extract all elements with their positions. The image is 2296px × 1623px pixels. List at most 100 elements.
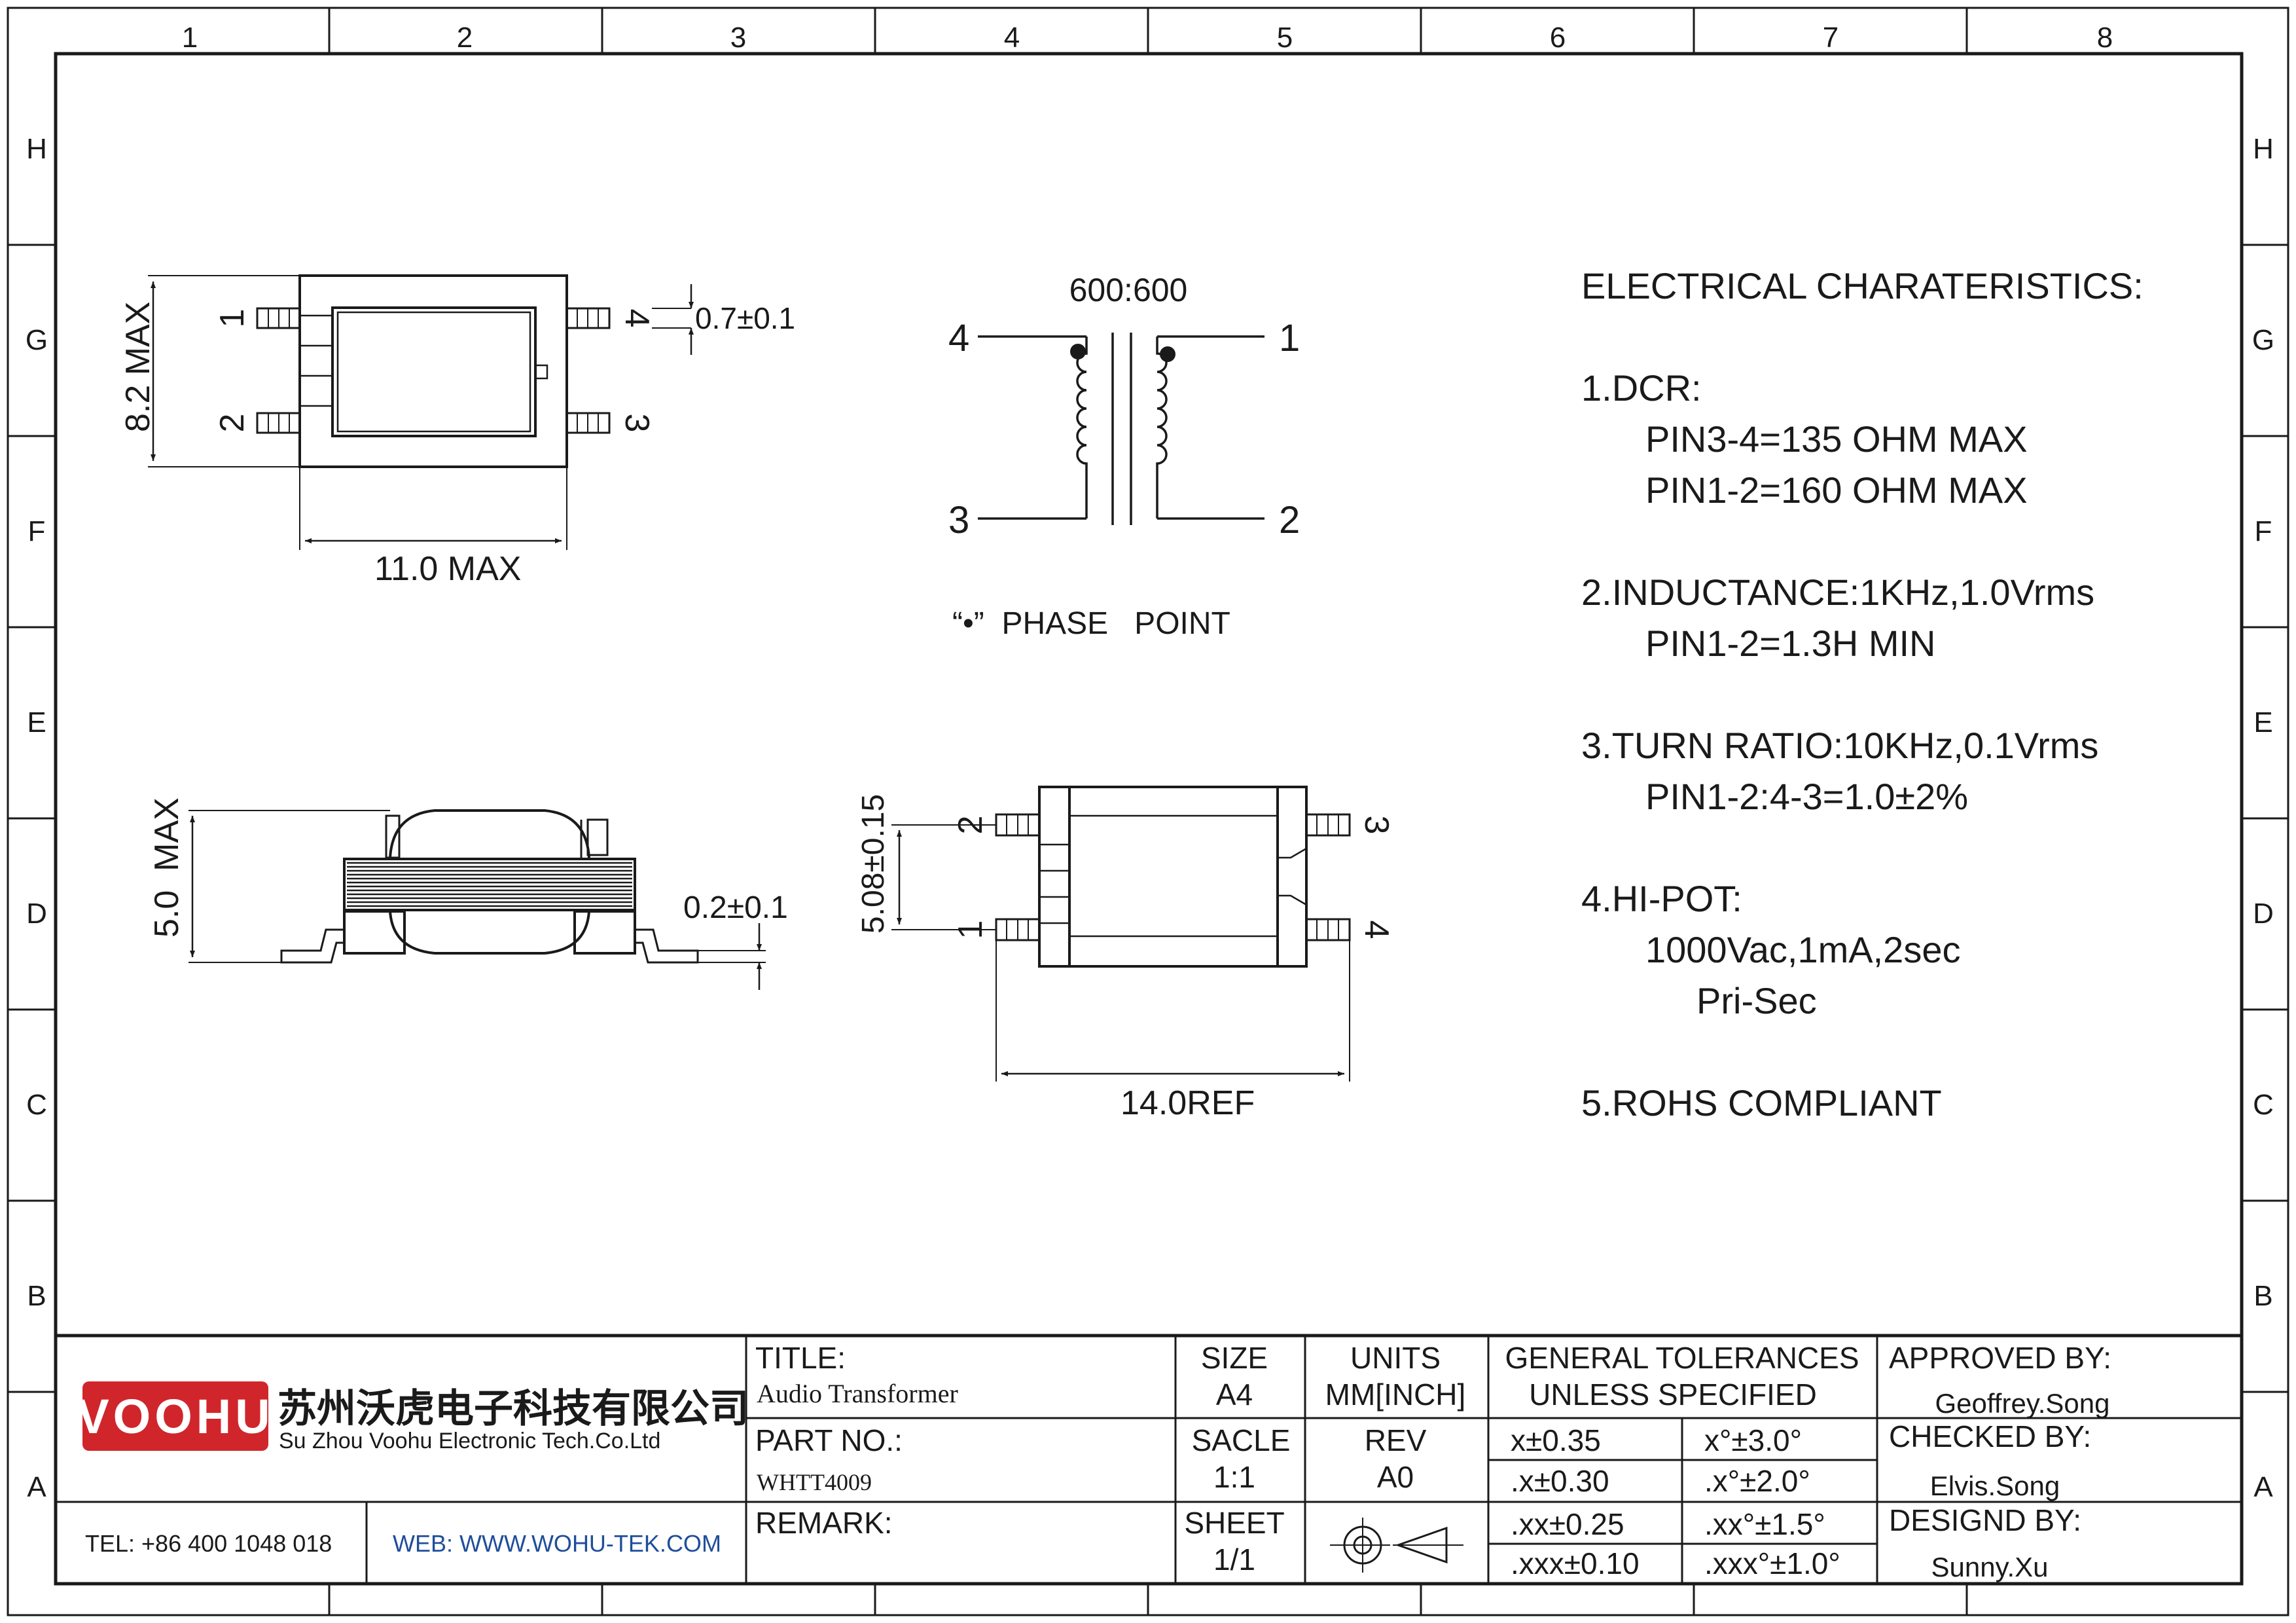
- electrical-characteristics: ELECTRICAL CHARATERISTICS: 1.DCR: PIN3-4…: [1581, 265, 2144, 1123]
- side-view-coil: [343, 858, 636, 911]
- scale-label: SACLE: [1192, 1423, 1291, 1457]
- tolerance-linear-1: .x±0.30: [1511, 1464, 1609, 1498]
- dcr-pin3-4: PIN3-4=135 OHM MAX: [1645, 418, 2028, 460]
- tolerance-linear-2: .xx±0.25: [1511, 1507, 1624, 1541]
- row-label: E: [27, 706, 46, 739]
- phase-dot-icon: [1160, 346, 1175, 362]
- general-tolerances: GENERAL TOLERANCES UNLESS SPECIFIED x±0.…: [1505, 1341, 1859, 1580]
- row-label: F: [28, 515, 46, 547]
- transformer-schematic: [978, 333, 1265, 525]
- column-label: 8: [2097, 22, 2113, 54]
- row-label: D: [2253, 898, 2274, 930]
- row-label: C: [2253, 1089, 2274, 1121]
- company-logo: VOOHU: [77, 1381, 274, 1451]
- title-label: TITLE:: [755, 1341, 846, 1375]
- row-label: D: [26, 898, 47, 930]
- sheet-frame: [7, 7, 2289, 1616]
- row-label: H: [26, 133, 47, 165]
- side-view-lead-dimension: 0.2±0.1: [683, 890, 788, 925]
- title-block-grid: [56, 1334, 2242, 1584]
- approved-by-value: Geoffrey.Song: [1935, 1388, 2110, 1419]
- tolerance-linear-0: x±0.35: [1511, 1423, 1601, 1457]
- row-label: A: [27, 1471, 46, 1503]
- row-label: B: [2253, 1280, 2272, 1312]
- tolerance-angular-1: .x°±2.0°: [1704, 1464, 1810, 1498]
- row-label: H: [2253, 133, 2274, 165]
- size-value: A4: [1216, 1377, 1253, 1412]
- inductance-heading: 2.INDUCTANCE:1KHz,1.0Vrms: [1581, 572, 2094, 613]
- inductance-value: PIN1-2=1.3H MIN: [1645, 623, 1936, 664]
- schematic-pin-3: 3: [948, 499, 969, 541]
- drawing-properties: SIZE A4 UNITS MM[INCH] SACLE 1:1 REV A0 …: [1184, 1341, 1465, 1577]
- projection-symbol-icon: [1330, 1518, 1463, 1573]
- hipot-heading: 4.HI-POT:: [1581, 878, 1742, 919]
- schematic-pin-1: 1: [1279, 317, 1300, 359]
- tolerance-angular-3: .xxx°±1.0°: [1704, 1546, 1840, 1580]
- phase-dots: [1070, 344, 1175, 362]
- part-number-value: WHTT4009: [757, 1469, 872, 1495]
- row-label: G: [2252, 324, 2274, 356]
- bottom-view-pin-3: 3: [1357, 816, 1395, 835]
- tolerance-angular-2: .xx°±1.5°: [1704, 1507, 1825, 1541]
- approvals: APPROVED BY: Geoffrey.Song CHECKED BY: E…: [1889, 1341, 2111, 1582]
- designed-by-value: Sunny.Xu: [1931, 1552, 2048, 1582]
- row-label: G: [26, 324, 48, 356]
- title-fields: TITLE: Audio Transformer PART NO.: WHTT4…: [755, 1341, 958, 1540]
- phase-dot-icon: [1070, 344, 1086, 359]
- company-name-en: Su Zhou Voohu Electronic Tech.Co.Ltd: [279, 1429, 660, 1453]
- units-label: UNITS: [1350, 1341, 1441, 1375]
- tolerance-heading: GENERAL TOLERANCES: [1505, 1341, 1859, 1375]
- column-label: 2: [457, 22, 473, 54]
- side-view-height-dimension: 5.0 MAX: [148, 797, 186, 938]
- logo-text: VOOHU: [77, 1389, 274, 1444]
- revision-label: REV: [1365, 1423, 1427, 1457]
- tolerance-subheading: UNLESS SPECIFIED: [1529, 1377, 1817, 1412]
- top-view-height-dimension: 8.2 MAX: [119, 302, 157, 432]
- bottom-view-pin-2: 2: [952, 816, 990, 835]
- title-value: Audio Transformer: [757, 1379, 958, 1408]
- designed-by-label: DESIGND BY:: [1889, 1503, 2081, 1537]
- electrical-heading: ELECTRICAL CHARATERISTICS:: [1581, 265, 2144, 306]
- bottom-view-pin-4: 4: [1357, 921, 1395, 939]
- schematic-pin-4: 4: [948, 317, 969, 359]
- bottom-view: [891, 786, 1351, 1082]
- company-name-cn: 苏州沃虎电子科技有限公司: [278, 1387, 749, 1431]
- schematic-pin-2: 2: [1279, 499, 1300, 541]
- remark-label: REMARK:: [755, 1506, 893, 1540]
- bottom-view-height-dimension: 5.08±0.15: [856, 794, 891, 934]
- row-label: E: [2253, 706, 2272, 739]
- top-view-pin-2: 2: [213, 414, 251, 433]
- rohs-compliant: 5.ROHS COMPLIANT: [1581, 1082, 1942, 1123]
- side-view: [188, 809, 766, 990]
- grid-labels: 1 2 3 4 5 6 7 8 H G F E D C B A H G F E …: [26, 22, 2274, 1503]
- scale-value: 1:1: [1213, 1460, 1255, 1494]
- bottom-view-pin-1: 1: [952, 921, 990, 939]
- top-view-pin-4: 4: [618, 309, 656, 328]
- bottom-view-labels: 5.08±0.15 14.0REF 2 3 1 4: [856, 794, 1395, 1122]
- company-phone: TEL: +86 400 1048 018: [85, 1530, 332, 1557]
- row-label: B: [27, 1280, 46, 1312]
- turns-ratio: 600:600: [1069, 272, 1188, 308]
- turn-ratio-value: PIN1-2:4-3=1.0±2%: [1645, 776, 1968, 817]
- tolerance-linear-3: .xxx±0.10: [1511, 1546, 1640, 1580]
- sheet-label: SHEET: [1184, 1506, 1284, 1540]
- company-website[interactable]: WEB: WWW.WOHU-TEK.COM: [393, 1530, 721, 1557]
- hipot-scope: Pri-Sec: [1696, 980, 1817, 1021]
- units-value: MM[INCH]: [1325, 1377, 1466, 1412]
- dcr-heading: 1.DCR:: [1581, 367, 1702, 409]
- tolerance-angular-0: x°±3.0°: [1704, 1423, 1802, 1457]
- bottom-view-width-dimension: 14.0REF: [1121, 1084, 1255, 1122]
- column-label: 3: [730, 22, 746, 54]
- phase-point-legend: “•” PHASE POINT: [952, 606, 1230, 641]
- column-label: 5: [1277, 22, 1293, 54]
- column-label: 6: [1550, 22, 1566, 54]
- top-view-labels: 8.2 MAX 11.0 MAX 0.7±0.1 1 2 3 4: [119, 301, 795, 588]
- checked-by-label: CHECKED BY:: [1889, 1419, 2091, 1453]
- column-label: 4: [1004, 22, 1020, 54]
- top-view: [148, 274, 694, 550]
- row-label: F: [2255, 515, 2272, 547]
- checked-by-value: Elvis.Song: [1930, 1470, 2060, 1501]
- dcr-pin1-2: PIN1-2=160 OHM MAX: [1645, 469, 2028, 511]
- column-label: 7: [1823, 22, 1839, 54]
